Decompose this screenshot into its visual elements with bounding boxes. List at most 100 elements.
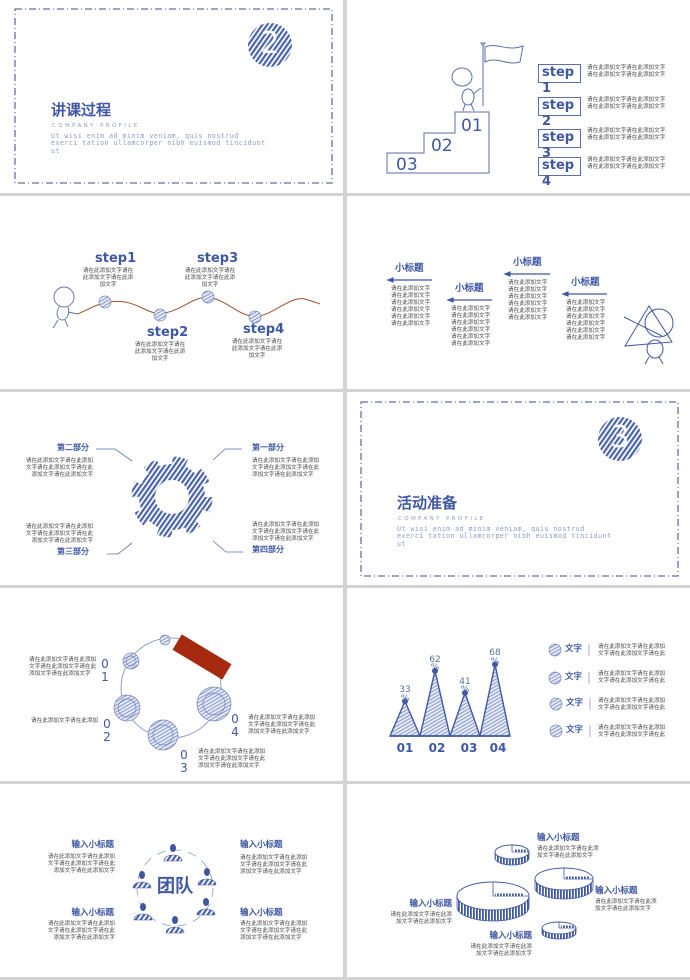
item-01-number: 0 1 [101, 657, 109, 685]
slide-5-gear-parts[interactable]: 第一部分 请在此添加文字请在此添加 文字请在此添加文字请在此 添加文字请在此添加… [0, 392, 343, 585]
category-label-03: 03 [460, 741, 478, 755]
section-subtitle: COMPANY PROFILE [52, 123, 140, 129]
pie-3d-2 [534, 867, 594, 900]
gear-illustration [96, 448, 243, 555]
wave-illustration [52, 286, 321, 329]
value-label-01: 33 % [399, 685, 411, 704]
subtitle-4: 小标题 [571, 277, 600, 288]
person-icon [132, 871, 152, 889]
part-3-title: 第三部分 [57, 547, 89, 556]
item-03-desc: 请在此添加文字请在此添加 文字请在此添加文字请在此 添加文字请在此添加文字 [198, 749, 266, 769]
person-icon [133, 903, 153, 921]
slide-2-stairs[interactable]: 01 02 03 step 1 step 2 step 3 step 4 请在此… [347, 0, 690, 193]
stair-label-01: 01 [461, 116, 483, 136]
pie-item-1-title: 输入小标题 [537, 833, 580, 843]
legend-label-3: 文字 [566, 698, 584, 708]
legend-icons [548, 643, 591, 738]
team-item-1-title: 输入小标题 [71, 840, 114, 850]
peak-dot-02 [432, 667, 438, 674]
pie-item-3-desc: 请在此添加文字请在此添 加文字请在此添加文字 [390, 912, 452, 925]
pie-3d-4 [541, 921, 577, 940]
person-icon [165, 916, 185, 934]
person-icon [196, 898, 216, 916]
pie-3d-1 [456, 881, 530, 922]
legend-label-4: 文字 [566, 725, 584, 735]
pie-item-2-desc: 请在此添加文字请在此添 加文字请在此添加文字 [595, 899, 657, 912]
item-01-desc: 请在此添加文字请在此添加 文字请在此添加文字请在此 添加文字请在此添加文字 [29, 657, 97, 677]
stairs-illustration [386, 42, 524, 174]
team-item-1-desc: 请在此添加文字请在此添加 文字请在此添加文字请在此 添加文字请在此添加文字 [47, 854, 115, 874]
step-box-3: step 3 [538, 129, 581, 161]
team-ring-illustration [132, 844, 217, 934]
step-desc-3: 请在此添加文字请在此添加文字 请在此添加文字请在此添加文字 [587, 128, 666, 141]
section-subtitle: COMPANY PROFILE [398, 516, 486, 522]
person-icon [163, 844, 183, 862]
value-label-04: 68 % [489, 648, 501, 667]
part-2-desc: 请在此添加文字请在此添加 文字请在此添加文字请在此 添加文字请在此添加文字 [25, 458, 93, 478]
triangle-chart [388, 661, 511, 737]
team-item-2-desc: 请在此添加文字请在此添加 文字请在此添加文字请在此 添加文字请在此添加文字 [240, 855, 308, 875]
running-stick-figure-icon [52, 286, 79, 329]
slide-10-pie-charts[interactable]: 输入小标题 请在此添加文字请在此添 加文字请在此添加文字 输入小标题 请在此添加… [347, 784, 690, 977]
stair-label-03: 03 [396, 155, 418, 175]
slide-1-section-cover[interactable]: 2 讲课过程 COMPANY PROFILE Ut wisi enim ad m… [0, 0, 343, 193]
legend-desc-2: 请在此添加文字请在此添加 文字请在此添加文字请在此 [598, 671, 666, 684]
value-label-02: 62 % [429, 654, 441, 674]
step-box-1: step 1 [538, 64, 581, 96]
step4-desc: 请在此添加文字请在 此添加文字请在此添 加文字 [231, 339, 283, 359]
step-desc-4: 请在此添加文字请在此添加文字 请在此添加文字请在此添加文字 [587, 157, 666, 170]
step-marker-4 [248, 310, 262, 324]
legend-desc-1: 请在此添加文字请在此添加 文字请在此添加文字请在此 [598, 644, 666, 657]
slide-9-team[interactable]: 团队 输入小标题 请在此添加文字请在此添加 文字请在此添加文字请在此 添加文字请… [0, 784, 343, 977]
category-label-04: 04 [489, 741, 507, 755]
category-label-01: 01 [396, 741, 414, 755]
item-04-desc: 请在此添加文字请在此添加 文字请在此添加文字请在此 添加文字请在此添加文字 [248, 715, 316, 735]
subtitle-1-desc: 请在此添加文字 请在此添加文字 请在此添加文字 请在此添加文字 请在此添加文字 … [391, 286, 431, 327]
legend-desc-4: 请在此添加文字请在此添加 文字请在此添加文字请在此 [598, 725, 666, 738]
section-body: Ut wisi enim ad minim veniam, quis nostr… [51, 132, 266, 155]
ring-node-top [159, 634, 171, 646]
item-03-number: 0 3 [180, 748, 188, 776]
part-1-desc: 请在此添加文字请在此添加 文字请在此添加文字请在此 添加文字请在此添加文字 [252, 458, 320, 478]
step2-title: step2 [147, 325, 189, 340]
3d-pies-illustration [456, 844, 594, 940]
archer-stick-figure-icon [623, 305, 674, 365]
team-center-label: 团队 [157, 876, 193, 897]
team-item-2-title: 输入小标题 [240, 840, 283, 850]
peak-dot-01 [402, 698, 408, 705]
step-desc-2: 请在此添加文字请在此添加文字 请在此添加文字请在此添加文字 [587, 97, 666, 110]
stick-figure-with-flag-icon [451, 42, 524, 112]
pie-item-4-desc: 请在此添加文字请在此添 加文字请在此添加文字 [470, 944, 532, 957]
section-title: 讲课过程 [51, 101, 112, 119]
pie-item-3-title: 输入小标题 [409, 899, 452, 909]
step3-desc: 请在此添加文字请在 此添加文字请在此添 加文字 [184, 268, 236, 288]
section-number: 2 [260, 26, 280, 61]
step-desc-1: 请在此添加文字请在此添加文字 请在此添加文字请在此添加文字 [587, 65, 666, 78]
legend-desc-3: 请在此添加文字请在此添加 文字请在此添加文字请在此 [598, 698, 666, 711]
value-label-03: 41 % [459, 676, 471, 696]
peak-dot-04 [492, 661, 498, 668]
slide-8-triangle-chart[interactable]: 01 02 03 04 文字 请在此添加文字请在此添加 文字请在此添加文字请在此… [347, 588, 690, 781]
slide-7-ring-items[interactable]: 0 1 请在此添加文字请在此添加 文字请在此添加文字请在此 添加文字请在此添加文… [0, 588, 343, 781]
section-title: 活动准备 [397, 494, 458, 512]
stair-label-02: 02 [431, 136, 453, 156]
pie-item-2-title: 输入小标题 [595, 886, 638, 896]
pie-item-4-title: 输入小标题 [489, 931, 532, 941]
slide-6-section-cover[interactable]: 3 活动准备 COMPANY PROFILE Ut wisi enim ad m… [347, 392, 690, 585]
dashed-frame [360, 401, 679, 577]
legend-icon-4 [549, 724, 563, 738]
team-item-3-desc: 请在此添加文字请在此添加 文字请在此添加文字请在此 添加文字请在此添加文字 [47, 921, 115, 941]
slide-4-subtitles[interactable]: 小标题 请在此添加文字 请在此添加文字 请在此添加文字 请在此添加文字 请在此添… [347, 196, 690, 389]
gear-icon [131, 456, 213, 538]
step1-title: step1 [95, 251, 137, 266]
step2-desc: 请在此添加文字请在 此添加文字请在此添 加文字 [134, 342, 186, 362]
section-number-circle [248, 23, 292, 67]
step3-title: step3 [197, 251, 239, 266]
slide-3-wave-steps[interactable]: step1 请在此添加文字请在 此添加文字请在此添 加文字 step2 请在此添… [0, 196, 343, 389]
step4-title: step4 [243, 322, 285, 337]
item-04-number: 0 4 [231, 712, 239, 740]
team-item-4-desc: 请在此添加文字请在此添加 文字请在此添加文字请在此 添加文字请在此添加文字 [240, 921, 308, 941]
step-marker-2 [153, 308, 167, 322]
legend-icon-2 [548, 671, 562, 685]
subtitle-3-desc: 请在此添加文字 请在此添加文字 请在此添加文字 请在此添加文字 请在此添加文字 … [508, 280, 548, 321]
